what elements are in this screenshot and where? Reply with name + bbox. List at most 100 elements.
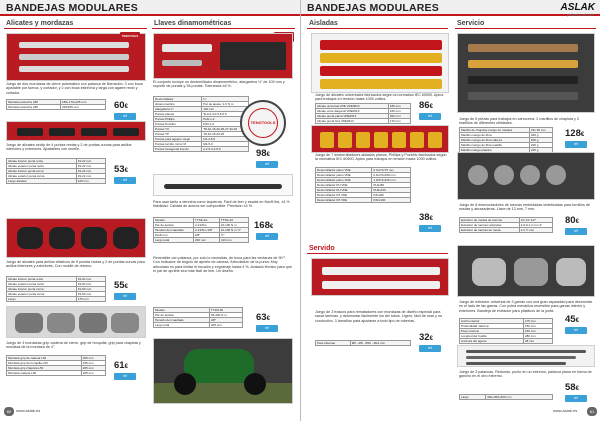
price-value: 32 — [419, 332, 430, 343]
motorcycle-photo — [153, 338, 293, 404]
price-value: 86 — [419, 100, 430, 111]
spec-value: 220/185 mm — [60, 104, 106, 110]
product-caption: Juego de alicates para anillos elásticos… — [6, 260, 145, 269]
product-caption: Juego de alicates universales fabricados… — [315, 93, 444, 102]
spec-value: Ø6 - Ø8 - Ø10 - Ø12 mm — [349, 340, 412, 346]
right-header-bar: BANDEJAS MODULARES ASLAK — [301, 0, 600, 16]
price: 32€ — [419, 332, 433, 343]
price-tag: ref — [419, 113, 441, 120]
price: 128€ — [565, 128, 585, 139]
spec-value: 175 mm — [75, 296, 107, 302]
product-caption: El conjunto incluye un destornillador di… — [153, 80, 285, 89]
tengtools-seal: TENGTOOLS — [240, 100, 286, 146]
spec-label: Largo — [6, 296, 77, 302]
spec-label: Largo — [458, 394, 487, 400]
spec-label: Largo alicates — [6, 178, 77, 184]
price-value: 128 — [565, 128, 581, 139]
price-value: 61 — [114, 360, 125, 371]
product-caption: Juego de alicates circlip de 4 puntas re… — [6, 143, 132, 152]
spec-value: 128 mm — [75, 178, 107, 184]
spec-value: 2-2.5-3-4-5-6 — [201, 146, 249, 152]
product-image-circlip — [6, 121, 146, 141]
page-number: 61 — [587, 407, 597, 416]
spec-label: Puntas hexagonal interior — [152, 146, 203, 152]
right-page: BANDEJAS MODULARES ASLAK professional to… — [300, 0, 600, 421]
product-image-extractor — [457, 245, 595, 297]
price-tag: ref — [256, 161, 278, 168]
brand-badge: TENGTOOLS — [120, 32, 140, 42]
product-image-llave-dinamometrica — [153, 174, 293, 196]
footer-url[interactable]: www.aslak.es — [553, 408, 578, 413]
price-tag: ref — [565, 141, 587, 148]
price: 168€ — [254, 220, 274, 231]
price: 86€ — [419, 100, 433, 111]
price-value: 45 — [565, 314, 576, 325]
price-value: 80 — [565, 215, 576, 226]
spec-value: 1-2 ½ mm — [518, 227, 554, 233]
price-value: 58 — [565, 382, 576, 393]
price-value: 60 — [114, 100, 125, 111]
product-image-frascos — [311, 258, 449, 296]
left-page-heading: BANDEJAS MODULARES — [6, 2, 138, 14]
price: 45€ — [565, 314, 579, 325]
spec-label: Destornillador PZ VDE — [314, 197, 373, 203]
product-caption: Reversible con palanca, por solo lo nece… — [153, 256, 292, 273]
product-caption: Juego de dos mordazas de cierre automáti… — [6, 82, 143, 95]
product-caption: Juego de 3 frascos para rematadores con … — [315, 310, 443, 323]
section-title-llaves: Llaves dinamométricas — [152, 20, 295, 29]
price-value: 38 — [419, 212, 430, 223]
price-tag: ref — [256, 325, 278, 332]
spec-label: Extractor de tuercas de rueda — [459, 227, 520, 233]
seal-text: TENGTOOLS — [250, 120, 276, 125]
product-image-alicates-aislados — [311, 33, 449, 93]
brand-subtitle: professional tools — [566, 13, 594, 17]
spec-label: Mordaza estrecha L88 — [5, 104, 62, 110]
product-caption: Para usar tanto a derecha como izquierda… — [153, 200, 290, 209]
left-page: BANDEJAS MODULARES Alicates y mordazas T… — [0, 0, 300, 416]
price-tag: ref — [114, 177, 136, 184]
product-caption: Juego de extractor universal de 3 garras… — [459, 300, 593, 313]
product-image-destornilladores-aislados — [311, 125, 449, 153]
price-tag: ref — [419, 345, 441, 352]
spec-value: 410 mm — [218, 237, 250, 243]
price: 98€ — [256, 148, 270, 159]
footer-url[interactable]: www.aslak.es — [16, 408, 41, 413]
product-image-grip — [6, 306, 146, 338]
product-image-anillos — [6, 218, 146, 258]
spec-label: Alicate punta fina VDE0613 — [315, 118, 389, 124]
price-value: 168 — [254, 220, 270, 231]
price-tag: ref — [565, 228, 587, 235]
aslak-logo: ASLAK — [560, 2, 595, 13]
spec-label: Anchura del agarre — [459, 338, 524, 344]
section-title-aisladas: Aisladas — [307, 20, 448, 29]
section-title-servicio: Servicio — [455, 20, 596, 29]
price-tag: ref — [114, 113, 136, 120]
spec-value: 170 mm — [387, 118, 412, 124]
spec-label: Largo total — [153, 322, 210, 328]
price-tag: ref — [114, 373, 136, 380]
product-image-desmontadores — [457, 152, 595, 200]
spec-value: 290 mm — [192, 237, 220, 243]
price-tag: ref — [256, 233, 278, 240]
product-image-palancas — [457, 345, 595, 367]
section-title-alicates: Alicates y mordazas — [4, 20, 147, 29]
spec-value: 300+450+600 mm — [485, 394, 553, 400]
spec-value: 205 mm — [80, 370, 107, 376]
product-caption: Juego de 7 destornilladores aislados pla… — [315, 153, 447, 162]
product-caption: Juego de 8 desmontadores de tuercas embr… — [459, 203, 590, 212]
price: 61€ — [114, 360, 128, 371]
price-value: 63 — [256, 312, 267, 323]
price: 38€ — [419, 212, 433, 223]
